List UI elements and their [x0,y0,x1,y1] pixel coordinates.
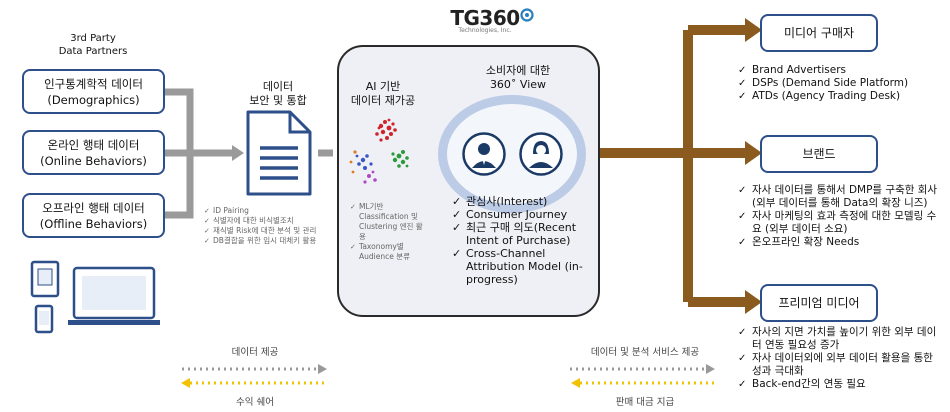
person-female-icon [519,132,563,176]
data-service-arrowhead [706,364,715,374]
dest-item: 자사의 지면 가치를 높이기 위한 외부 데이터 연동 필요성 증가 [738,326,944,352]
dest-box-brand: 브랜드 [760,135,878,173]
logo-subtitle: Technologies, Inc. [458,27,512,34]
source-label-en: (Offline Behaviors) [39,217,148,231]
security-notes: ID Pairing 식별자에 대한 비식별조치 재식별 Risk에 대한 분석… [204,206,324,246]
dest-title: 미디어 구매자 [783,26,855,40]
view360-item: Cross-Channel Attribution Model (in- pro… [452,247,592,286]
dest-title: 브랜드 [802,147,836,161]
flow-label-revenue-share: 수익 쉐어 [236,397,274,408]
partners-header-line1: 3rd Party [70,33,116,44]
phone-icon [34,304,54,334]
brown-arrowhead [745,141,762,165]
view360-item: Consumer Journey [452,208,592,221]
source-label-en: (Online Behaviors) [40,154,147,168]
logo-name: TG360 [450,6,520,30]
source-label-ko: 온라인 행태 데이터 [47,138,140,152]
sales-payment-arrowhead [571,378,580,388]
dest-item: ATDs (Agency Trading Desk) [738,90,938,103]
security-note: 재식별 Risk에 대한 분석 및 관리 [204,226,324,236]
source-label-ko: 오프라인 행태 데이터 [42,201,145,215]
dest-items-brand: 자사 데이터를 통해서 DMP를 구축한 회사 (외부 데이터를 통해 Data… [738,184,944,249]
logo-swirl-icon [520,8,534,22]
flow-label-data-service: 데이터 및 분석 서비스 제공 [590,347,700,358]
logo: TG360 Technologies, Inc. [440,6,534,34]
data-provide-arrowhead [318,364,327,374]
security-title: 데이터 보안 및 통합 [238,80,318,108]
dest-item: Back-end간의 연동 필요 [738,378,944,391]
dest-item: Brand Advertisers [738,64,938,77]
brown-arrowhead [745,18,762,42]
view360-title-line1: 소비자에 대한 [485,64,551,77]
view360-title-line2: 360˚ View [489,78,547,91]
brown-connector [600,25,745,307]
ai-title-line2: 데이터 재가공 [350,94,416,107]
view360-items: 관심사(Interest) Consumer Journey 최근 구매 의도(… [452,195,592,286]
partners-header: 3rd Party Data Partners [28,32,158,58]
source-label-ko: 인구통계학적 데이터 [44,77,143,91]
security-note: DB결합을 위한 임시 대체키 활용 [204,236,324,246]
dest-item: 자사 마케팅의 효과 측정에 대한 모델링 수요 (외부 데이터 소요) [738,210,944,236]
security-title-line2: 보안 및 통합 [249,94,307,107]
view360-item: 최근 구매 의도(Recent Intent of Purchase) [452,221,592,247]
document-icon [246,110,312,196]
dest-title: 프리미엄 미디어 [778,296,860,310]
source-box-demographics: 인구통계학적 데이터 (Demographics) [22,69,165,114]
ai-title-line1: AI 기반 [365,80,401,93]
source-box-online: 온라인 행태 데이터 (Online Behaviors) [22,130,165,175]
revenue-share-arrowhead [181,378,190,388]
tablet-icon [30,260,60,298]
security-note: ID Pairing [204,206,324,216]
brown-arrowhead [745,290,762,314]
partners-header-line2: Data Partners [58,46,128,57]
dest-item: 자사 데이터를 통해서 DMP를 구축한 회사 (외부 데이터를 통해 Data… [738,184,944,210]
dest-box-media-buyer: 미디어 구매자 [760,14,878,52]
cluster-icon [349,118,409,184]
flow-label-data-provide: 데이터 제공 [231,347,279,358]
source-label-en: (Demographics) [47,93,140,107]
ai-note: Taxonomy별 Audience 분류 [350,242,428,262]
view360-title: 소비자에 대한 360˚ View [468,64,568,92]
dest-box-premium-media: 프리미엄 미디어 [760,284,878,322]
ai-notes: ML기반 Classification 및 Clustering 엔진 활용 T… [350,202,428,262]
dest-item: DSPs (Demand Side Platform) [738,77,938,90]
flow-label-sales-payment: 판매 대금 지급 [615,397,675,408]
source-box-offline: 오프라인 행태 데이터 (Offline Behaviors) [22,193,165,238]
dest-item: 자사 데이터외에 외부 데이터 활용을 통한 성과 극대화 [738,352,944,378]
dest-items-premium-media: 자사의 지면 가치를 높이기 위한 외부 데이터 연동 필요성 증가 자사 데이… [738,326,944,391]
dest-items-media-buyer: Brand Advertisers DSPs (Demand Side Plat… [738,64,938,103]
gray-arrowhead [232,145,244,161]
dest-item: 온오프라인 확장 Needs [738,236,944,249]
devices-illustration [30,260,160,334]
person-male-icon [462,132,506,176]
ai-note: ML기반 Classification 및 Clustering 엔진 활용 [350,202,428,242]
security-note: 식별자에 대한 비식별조치 [204,216,324,226]
ai-title: AI 기반 데이터 재가공 [343,80,423,108]
view360-item: 관심사(Interest) [452,195,592,208]
monitor-icon [68,266,160,325]
security-title-line1: 데이터 [262,80,294,93]
